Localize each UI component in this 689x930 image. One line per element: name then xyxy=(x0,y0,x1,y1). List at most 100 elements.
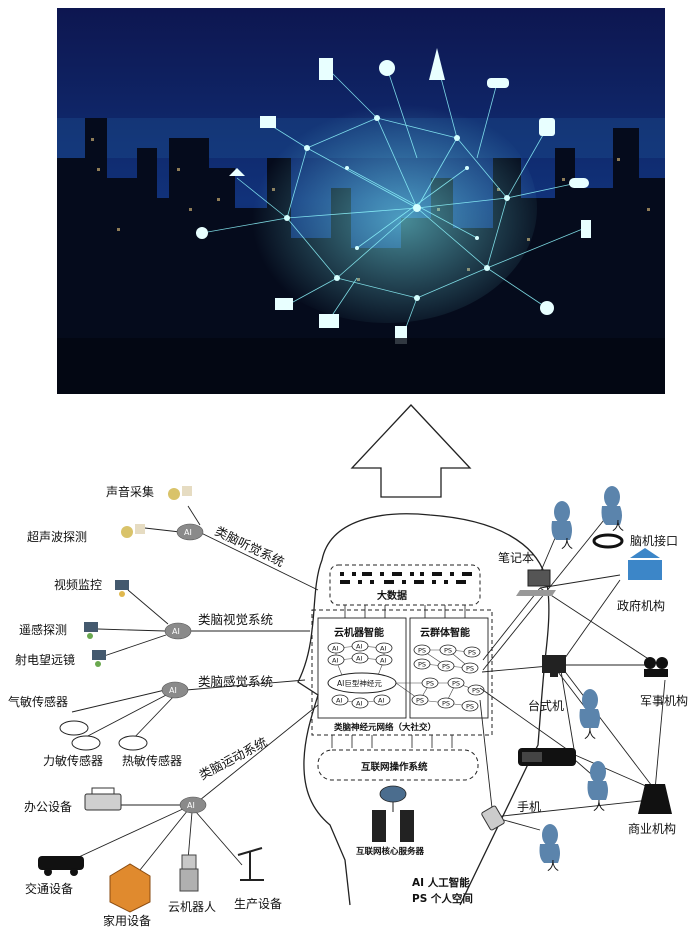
subsystem-lines xyxy=(67,505,319,871)
home-icon xyxy=(229,168,245,176)
server-label: 互联网核心服务器 xyxy=(356,846,425,857)
laptop-icon xyxy=(516,569,556,596)
ultrasonic-label: 超声波探测 xyxy=(27,529,87,544)
cloud-group-label: 云群体智能 xyxy=(420,626,470,639)
person-icon xyxy=(587,761,608,800)
telescope-label: 射电望远镜 xyxy=(15,652,75,667)
ps-node-label: PS xyxy=(418,661,426,669)
person-icon xyxy=(579,689,600,728)
relay-ai-label-4: AI xyxy=(187,801,195,810)
ps-node-label: PS xyxy=(466,665,474,673)
home-box-icon xyxy=(109,863,151,913)
ps-node-label: PS xyxy=(452,680,460,688)
mobile-phone-icon xyxy=(481,805,505,831)
hearing-system-label: 类脑听觉系统 xyxy=(213,523,287,569)
cloud-machine-box xyxy=(317,617,407,719)
robot-icon xyxy=(540,301,554,315)
oil-pump-icon xyxy=(237,847,264,881)
ai-node-label: AI xyxy=(332,645,338,653)
router-icon xyxy=(379,785,407,803)
bci-headband-icon xyxy=(592,533,624,549)
cloud-icon xyxy=(569,178,589,188)
office-label: 办公设备 xyxy=(24,799,72,814)
business-label: 商业机构 xyxy=(628,821,676,836)
government-icon xyxy=(628,548,662,580)
telescope-icon xyxy=(92,650,106,667)
ai-node-label: AI xyxy=(380,645,386,653)
phone-label: 手机 xyxy=(517,800,541,814)
tower-icon xyxy=(429,48,445,80)
ultrasonic-icon xyxy=(121,524,145,538)
network-label: 类脑神经元网络（大社交） xyxy=(334,722,436,733)
train-icon xyxy=(539,118,555,136)
desktop-icon xyxy=(542,655,566,677)
os-arrows xyxy=(331,735,453,748)
person-label-3: 人 xyxy=(584,727,596,741)
legend-ai: AI 人工智能 xyxy=(412,876,470,889)
brain-internet-diagram: 大数据 云机器智能 云群体智能 AI巨型神经元 xyxy=(8,404,688,928)
bigdata-bits xyxy=(340,572,472,584)
up-arrow xyxy=(350,404,472,498)
person-icon xyxy=(601,486,622,525)
person-label-5: 人 xyxy=(547,859,559,873)
relay-ai-label-2: AI xyxy=(172,627,180,636)
bci-label: 脑机接口 xyxy=(630,533,678,548)
motion-system-label: 类脑运动系统 xyxy=(196,734,269,782)
person-icon xyxy=(551,501,572,540)
building-icon xyxy=(319,58,333,80)
ps-node-label: PS xyxy=(442,700,450,708)
person-label-1: 人 xyxy=(561,537,573,551)
cart-icon xyxy=(260,116,276,128)
ps-node-label: PS xyxy=(426,680,434,688)
ai-nodes xyxy=(327,640,393,709)
cloud-machine-label: 云机器智能 xyxy=(334,626,384,639)
car-icon xyxy=(38,856,84,876)
production-label: 生产设备 xyxy=(234,897,282,911)
server-rack-icon-2 xyxy=(400,810,414,842)
robot-label: 云机器人 xyxy=(168,900,216,914)
relay-ai-label-1: AI xyxy=(184,528,192,537)
ps-nodes xyxy=(411,644,485,712)
ai-node-label: AI xyxy=(378,697,384,705)
ai-node-label: AI xyxy=(380,657,386,665)
legend-ps: PS 个人空间 xyxy=(412,892,473,905)
military-icon xyxy=(644,657,668,677)
ps-node-label: PS xyxy=(472,687,480,695)
os-box xyxy=(317,749,479,781)
ai-node-label: AI xyxy=(356,655,362,663)
sensation-system-label: 类脑感觉系统 xyxy=(198,674,273,689)
os-label: 互联网操作系统 xyxy=(361,761,428,773)
person-label-2: 人 xyxy=(612,519,624,533)
bigdata-label: 大数据 xyxy=(377,589,407,602)
ps-node-label: PS xyxy=(468,649,476,657)
robot-icon xyxy=(179,854,199,892)
heat-label: 热敏传感器 xyxy=(122,753,182,768)
car-icon xyxy=(487,78,509,88)
remote-label: 遥感探测 xyxy=(19,622,67,637)
traffic-label: 交通设备 xyxy=(25,881,73,896)
ps-node-label: PS xyxy=(442,663,450,671)
network-nodes xyxy=(284,115,510,301)
laptop-label: 笔记本 xyxy=(498,550,534,565)
laptop-icon xyxy=(275,298,293,310)
relay-ai-nodes xyxy=(161,523,207,814)
sound-label: 声音采集 xyxy=(106,484,154,499)
bigdata-box xyxy=(329,564,481,606)
force-sensor-node xyxy=(71,735,101,751)
phone-icon xyxy=(581,220,591,238)
cloud-group-box xyxy=(409,617,489,719)
heat-sensor-node xyxy=(118,735,148,751)
vision-system-label: 类脑视觉系统 xyxy=(198,612,273,627)
ps-node-label: PS xyxy=(416,697,424,705)
gov-label: 政府机构 xyxy=(617,598,665,613)
ps-node-links xyxy=(395,649,477,707)
person-icon xyxy=(539,824,560,863)
camera-icon xyxy=(115,580,129,597)
gas-sensor-node xyxy=(59,720,89,736)
antenna-icon xyxy=(196,227,208,239)
money-bag-icon xyxy=(638,784,672,814)
bigdata-arrows xyxy=(344,605,466,618)
vr-glasses-icon xyxy=(518,748,576,766)
military-label: 军事机构 xyxy=(640,693,688,708)
server-rack-icon xyxy=(372,810,386,842)
